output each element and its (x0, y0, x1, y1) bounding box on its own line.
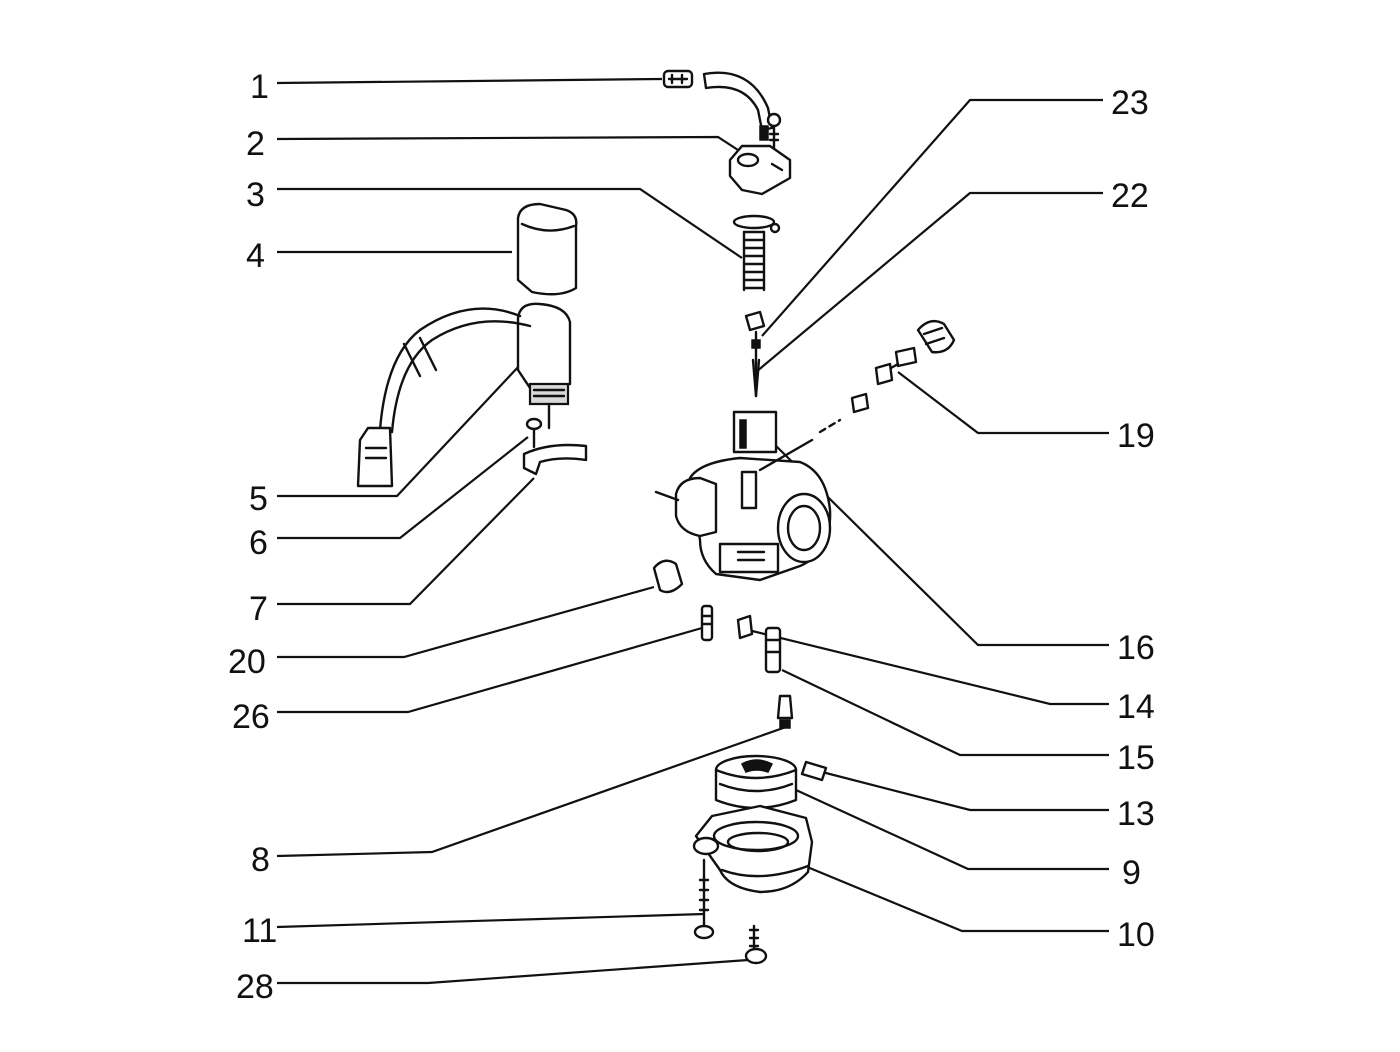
callout-label-26: 26 (232, 698, 270, 736)
part-28-drain-screw (744, 924, 768, 965)
callout-label-8: 8 (251, 841, 270, 879)
callout-label-5: 5 (249, 480, 268, 518)
callout-label-10: 10 (1117, 916, 1155, 954)
part-4-cover-cap (516, 202, 578, 296)
callout-label-28: 28 (236, 968, 274, 1006)
part-5-choke-solenoid (356, 302, 572, 488)
part-23-needle-clip (744, 310, 766, 332)
carburetor-body (654, 410, 842, 582)
callout-label-7: 7 (249, 590, 268, 628)
leader-19 (897, 371, 1109, 435)
leader-22 (755, 191, 1103, 373)
leader-9 (795, 789, 1109, 871)
part-10-float-bowl (692, 804, 814, 894)
callout-label-4: 4 (246, 237, 265, 275)
callout-label-6: 6 (249, 524, 268, 562)
part-13-float-needle (800, 760, 828, 782)
part-20-air-screw (652, 559, 684, 594)
part-3-spring (732, 214, 781, 292)
part-14-washer (736, 614, 754, 640)
leader-lines (276, 77, 1109, 985)
leader-7 (277, 477, 535, 606)
part-2-top-cap (728, 112, 792, 196)
part-8-main-jet (776, 694, 794, 729)
part-11-bowl-screw (693, 858, 715, 940)
callout-label-1: 1 (250, 68, 269, 106)
callout-label-15: 15 (1117, 739, 1155, 777)
callout-label-9: 9 (1122, 854, 1141, 892)
leader-10 (799, 862, 1109, 933)
leader-16 (769, 439, 1109, 647)
leader-20 (277, 585, 655, 659)
leader-5 (277, 364, 521, 498)
part-6-screw (525, 417, 543, 449)
leader-8 (276, 725, 787, 858)
leader-23 (761, 98, 1103, 337)
callout-label-22: 22 (1111, 177, 1149, 215)
callout-label-2: 2 (246, 125, 265, 163)
part-9-float (714, 754, 798, 810)
callout-label-16: 16 (1117, 629, 1155, 667)
leader-28 (277, 958, 749, 985)
callout-label-11: 11 (242, 912, 277, 950)
leader-1 (276, 77, 663, 85)
part-15-main-jet-holder (764, 626, 782, 674)
part-7-bracket (522, 443, 588, 476)
leader-13 (821, 770, 1109, 812)
callout-label-3: 3 (246, 176, 265, 214)
part-fuel-hose (702, 71, 774, 141)
leader-15 (781, 669, 1109, 757)
leader-2 (276, 135, 739, 151)
leader-26 (277, 626, 703, 714)
leader-11 (276, 912, 705, 929)
leader-6 (277, 436, 529, 540)
part-22-jet-needle (751, 330, 761, 398)
callout-label-19: 19 (1117, 417, 1155, 455)
part-19-idle-screw (850, 319, 956, 414)
part-26-pilot-jet (700, 604, 714, 642)
callout-label-14: 14 (1117, 688, 1155, 726)
callout-label-20: 20 (228, 643, 266, 681)
callout-label-13: 13 (1117, 795, 1155, 833)
leader-14 (747, 628, 1109, 706)
leader-3 (277, 187, 743, 259)
part-1-hose-clip (662, 69, 694, 89)
callout-label-23: 23 (1111, 84, 1149, 122)
